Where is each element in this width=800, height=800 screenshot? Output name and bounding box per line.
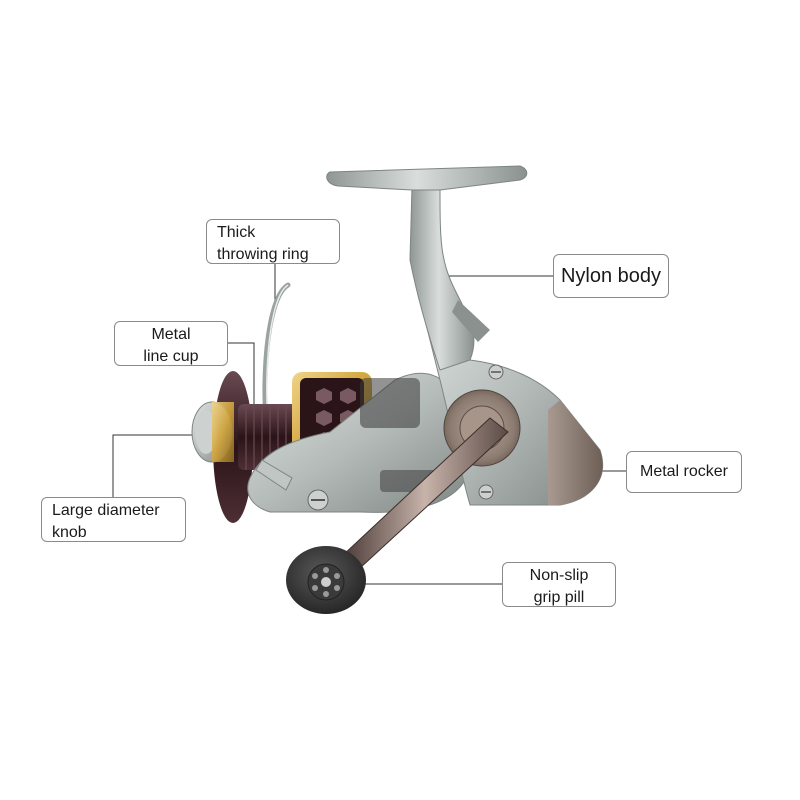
- callout-thick-throwing-ring: Thick throwing ring: [206, 219, 340, 264]
- screw-shapes: [307, 364, 504, 511]
- reel-foot-shape: [326, 165, 528, 191]
- callout-grip-line-2: grip pill: [533, 589, 585, 606]
- callout-cup-line-1: Metal: [151, 326, 191, 343]
- callout-nylon-body: Nylon body: [553, 254, 669, 298]
- callout-metal-rocker: Metal rocker: [626, 451, 742, 493]
- callout-nylon-line-1: Nylon body: [560, 265, 662, 287]
- callout-knob-line-2: knob: [52, 524, 87, 541]
- callout-large-diameter-knob: Large diameter knob: [41, 497, 186, 542]
- callout-grip-line-1: Non-slip: [529, 567, 589, 584]
- leader-line-cup: [228, 342, 255, 420]
- callout-cup-line-2: line cup: [143, 348, 199, 365]
- stem-shape: [409, 185, 475, 371]
- callout-non-slip-grip-pill: Non-slip grip pill: [502, 562, 616, 607]
- leader-knob: [112, 434, 210, 497]
- callout-metal-line-cup: Metal line cup: [114, 321, 228, 366]
- callout-rocker-line-1: Metal rocker: [639, 463, 729, 480]
- callout-thick-line-1: Thick: [217, 224, 256, 241]
- callout-thick-line-2: throwing ring: [217, 246, 309, 263]
- callout-knob-line-1: Large diameter: [52, 502, 160, 519]
